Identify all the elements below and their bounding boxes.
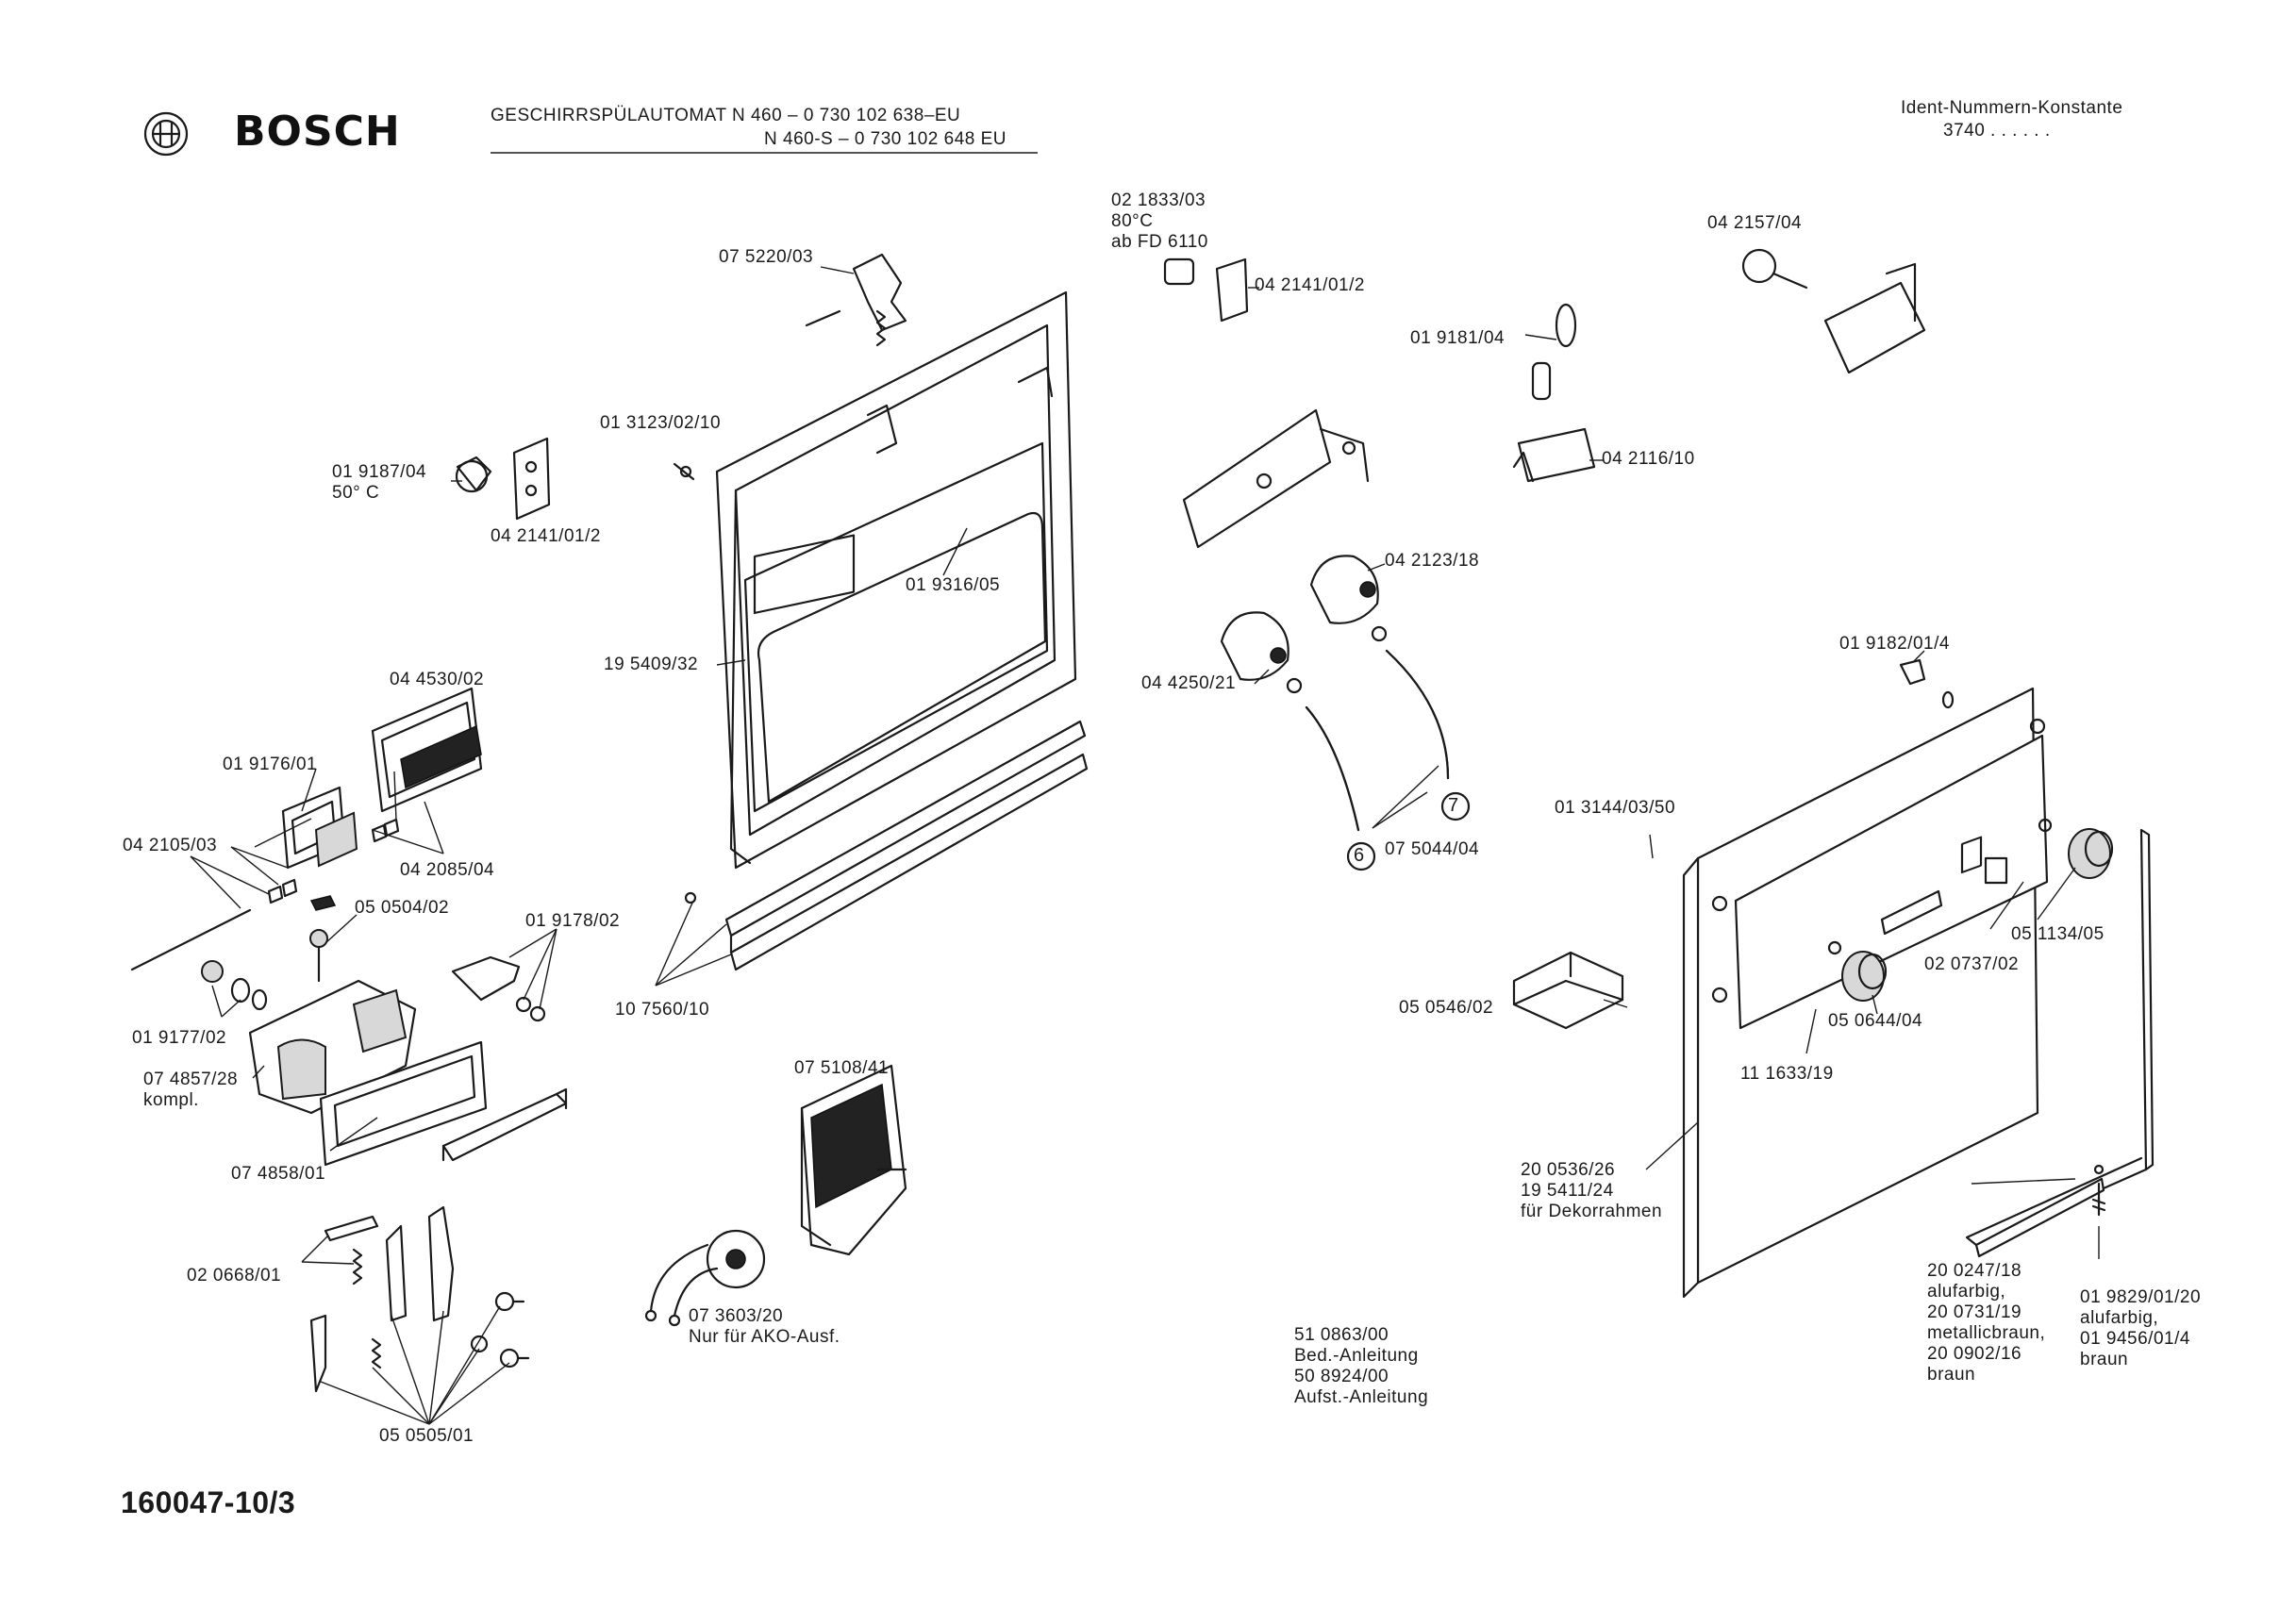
heating-bracket-drawing [1512,248,1926,483]
part-label: 10 7560/10 [615,1000,710,1020]
part-label: 07 5108/41 [794,1058,890,1078]
part-label: 04 2123/18 [1385,551,1480,571]
thermostat-50c-drawing [455,437,551,521]
thermostat-80c-drawing [1163,257,1249,323]
part-label: 07 4858/01 [231,1164,326,1184]
screw-icon [673,462,695,481]
part-label: 20 0536/26 19 5411/24 für Dekorrahmen [1521,1160,1663,1221]
part-label: 11 1633/19 [1740,1064,1834,1084]
part-label: 01 9829/01/20 alufarbig, 01 9456/01/4 br… [2080,1287,2202,1369]
inner-door-panel-drawing [684,290,1089,971]
part-label: 01 9178/02 [525,911,621,931]
part-label: 05 0644/04 [1828,1011,1923,1031]
latch-spring-drawing [805,253,907,347]
part-label: 01 9181/04 [1410,328,1506,348]
ident-value: 3740 . . . . . . [1943,121,2051,141]
leader-lines [190,266,2100,1425]
front-panel-drawing [1512,687,2155,1299]
part-label: 07 3603/20 Nur für AKO-Ausf. [689,1306,840,1347]
program-timer-drawing [644,1064,907,1327]
ident-title: Ident-Nummern-Konstante [1901,98,2123,118]
indicator-lamp-drawing [1899,658,1955,709]
part-label: 19 5409/32 [604,655,699,674]
part-label: 04 2141/01/2 [491,526,601,546]
part-label: 07 5220/03 [719,247,814,267]
part-label: 04 2157/04 [1707,213,1803,233]
callout-number: 6 [1354,845,1365,866]
part-label: 01 3144/03/50 [1555,798,1676,818]
hinge-parts-drawing [309,1205,530,1393]
part-label: 07 5044/04 [1385,839,1480,859]
part-label: 05 0505/01 [379,1426,474,1446]
part-label: 01 9177/02 [132,1028,227,1048]
part-label: 04 2116/10 [1602,449,1695,469]
drawing-number: 160047-10/3 [121,1485,296,1519]
part-label: 02 0668/01 [187,1266,282,1286]
callout-markers [1346,791,1471,871]
door-lock-assembly-drawing [130,687,568,1167]
model-line-2: N 460-S – 0 730 102 648 EU [764,129,1007,149]
part-label: 02 0737/02 [1924,954,2020,974]
part-label: 05 1134/05 [2011,924,2105,944]
control-bracket-drawing [1182,408,1370,549]
part-label: 51 0863/00 Bed.-Anleitung 50 8924/00 Auf… [1294,1325,1429,1407]
part-label: 04 4530/02 [390,670,485,689]
bosch-logo-icon [143,111,189,157]
part-label: 04 2105/03 [123,836,218,855]
part-label: 04 4250/21 [1141,673,1237,693]
part-label: 20 0247/18 alufarbig, 20 0731/19 metalli… [1927,1261,2046,1385]
part-label: 01 9187/04 50° C [332,462,427,503]
part-label: 05 0546/02 [1399,998,1494,1018]
part-label: 05 0504/02 [355,898,450,918]
part-label: 01 9182/01/4 [1839,634,1950,654]
part-label: 04 2085/04 [400,860,495,880]
part-label: 01 9316/05 [906,575,1001,595]
part-label: 01 9176/01 [223,755,318,774]
callout-number: 7 [1448,795,1459,816]
model-line-1: GESCHIRRSPÜLAUTOMAT N 460 – 0 730 102 63… [491,106,961,125]
part-label: 07 4857/28 kompl. [143,1070,239,1110]
part-label: 02 1833/03 80°C ab FD 6110 [1111,191,1208,252]
rotary-knobs-drawing [1220,555,1450,832]
brand-name: BOSCH [234,108,401,156]
part-label: 04 2141/01/2 [1255,275,1365,295]
part-label: 01 3123/02/10 [600,413,722,433]
